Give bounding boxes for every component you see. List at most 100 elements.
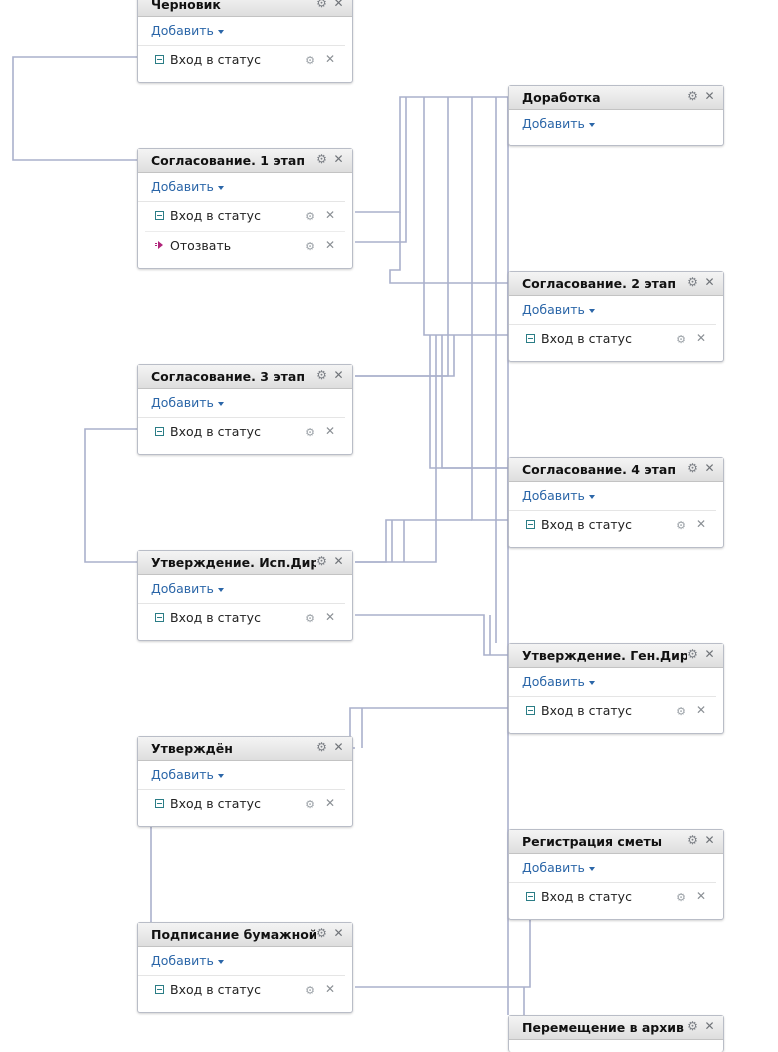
card-header[interactable]: Утверждение. Исп.Дире ⚙ ✕ xyxy=(138,551,352,575)
action-label: Вход в статус xyxy=(170,796,261,811)
close-icon[interactable]: ✕ xyxy=(704,1019,715,1033)
card-header[interactable]: Перемещение в архив ⚙ ✕ xyxy=(509,1016,723,1040)
card-title: Согласование. 2 этап xyxy=(522,276,676,291)
gear-icon[interactable]: ⚙ xyxy=(316,368,327,382)
close-icon[interactable]: ✕ xyxy=(695,703,706,717)
gear-icon[interactable]: ⚙ xyxy=(305,240,315,253)
action-row[interactable]: Вход в статус ⚙ ✕ xyxy=(145,790,345,819)
action-row[interactable]: Вход в статус ⚙ ✕ xyxy=(145,604,345,633)
close-icon[interactable]: ✕ xyxy=(324,982,335,996)
gear-icon[interactable]: ⚙ xyxy=(305,426,315,439)
add-label: Добавить xyxy=(522,674,585,689)
action-row[interactable]: Вход в статус ⚙ ✕ xyxy=(145,976,345,1005)
gear-icon[interactable]: ⚙ xyxy=(305,798,315,811)
close-icon[interactable]: ✕ xyxy=(333,926,344,940)
add-dropdown[interactable]: Добавить xyxy=(151,23,224,40)
close-icon[interactable]: ✕ xyxy=(704,275,715,289)
close-icon[interactable]: ✕ xyxy=(333,0,344,10)
gear-icon[interactable]: ⚙ xyxy=(676,891,686,904)
card-header[interactable]: Доработка ⚙ ✕ xyxy=(509,86,723,110)
gear-icon[interactable]: ⚙ xyxy=(316,740,327,754)
gear-icon[interactable]: ⚙ xyxy=(676,705,686,718)
add-dropdown[interactable]: Добавить xyxy=(522,116,595,133)
gear-icon[interactable]: ⚙ xyxy=(687,89,698,103)
close-icon[interactable]: ✕ xyxy=(324,238,335,252)
gear-icon[interactable]: ⚙ xyxy=(676,333,686,346)
action-row[interactable]: Вход в статус ⚙ ✕ xyxy=(516,697,716,726)
gear-icon[interactable]: ⚙ xyxy=(687,275,698,289)
add-dropdown[interactable]: Добавить xyxy=(151,953,224,970)
transition-connector xyxy=(355,335,437,563)
add-dropdown[interactable]: Добавить xyxy=(151,395,224,412)
add-dropdown[interactable]: Добавить xyxy=(522,860,595,877)
card-title: Утверждён xyxy=(151,741,233,756)
card-title: Согласование. 3 этап xyxy=(151,369,305,384)
card-header[interactable]: Регистрация сметы ⚙ ✕ xyxy=(509,830,723,854)
caret-down-icon xyxy=(217,29,224,34)
gear-icon[interactable]: ⚙ xyxy=(687,1019,698,1033)
action-label: Вход в статус xyxy=(541,889,632,904)
add-label: Добавить xyxy=(151,23,214,38)
card-header[interactable]: Черновик ⚙ ✕ xyxy=(138,0,352,17)
gear-icon[interactable]: ⚙ xyxy=(676,519,686,532)
action-label: Вход в статус xyxy=(170,52,261,67)
card-header[interactable]: Согласование. 3 этап ⚙ ✕ xyxy=(138,365,352,389)
gear-icon[interactable]: ⚙ xyxy=(305,984,315,997)
gear-icon[interactable]: ⚙ xyxy=(316,554,327,568)
close-icon[interactable]: ✕ xyxy=(324,424,335,438)
card-title: Утверждение. Ген.Дире xyxy=(522,648,687,663)
close-icon[interactable]: ✕ xyxy=(695,517,706,531)
enter-status-icon xyxy=(526,334,535,343)
add-dropdown[interactable]: Добавить xyxy=(151,581,224,598)
close-icon[interactable]: ✕ xyxy=(324,52,335,66)
caret-down-icon xyxy=(217,773,224,778)
gear-icon[interactable]: ⚙ xyxy=(687,461,698,475)
close-icon[interactable]: ✕ xyxy=(333,554,344,568)
action-row[interactable]: Вход в статус ⚙ ✕ xyxy=(516,883,716,912)
add-label: Добавить xyxy=(151,179,214,194)
action-row[interactable]: Вход в статус ⚙ ✕ xyxy=(145,202,345,232)
close-icon[interactable]: ✕ xyxy=(324,796,335,810)
close-icon[interactable]: ✕ xyxy=(704,89,715,103)
add-dropdown[interactable]: Добавить xyxy=(522,674,595,691)
card-header[interactable]: Утверждён ⚙ ✕ xyxy=(138,737,352,761)
action-label: Вход в статус xyxy=(541,703,632,718)
gear-icon[interactable]: ⚙ xyxy=(687,833,698,847)
transition-connector xyxy=(349,707,508,749)
close-icon[interactable]: ✕ xyxy=(333,368,344,382)
close-icon[interactable]: ✕ xyxy=(324,208,335,222)
add-dropdown[interactable]: Добавить xyxy=(151,767,224,784)
close-icon[interactable]: ✕ xyxy=(704,647,715,661)
add-label: Добавить xyxy=(151,953,214,968)
card-header[interactable]: Согласование. 1 этап ⚙ ✕ xyxy=(138,149,352,173)
close-icon[interactable]: ✕ xyxy=(704,833,715,847)
close-icon[interactable]: ✕ xyxy=(695,331,706,345)
gear-icon[interactable]: ⚙ xyxy=(316,0,327,10)
close-icon[interactable]: ✕ xyxy=(695,889,706,903)
action-row[interactable]: Вход в статус ⚙ ✕ xyxy=(516,511,716,540)
close-icon[interactable]: ✕ xyxy=(704,461,715,475)
gear-icon[interactable]: ⚙ xyxy=(316,926,327,940)
card-header[interactable]: Согласование. 2 этап ⚙ ✕ xyxy=(509,272,723,296)
close-icon[interactable]: ✕ xyxy=(333,152,344,166)
gear-icon[interactable]: ⚙ xyxy=(316,152,327,166)
add-label: Добавить xyxy=(151,767,214,782)
card-header[interactable]: Подписание бумажной ⚙ ✕ xyxy=(138,923,352,947)
add-dropdown[interactable]: Добавить xyxy=(151,179,224,196)
gear-icon[interactable]: ⚙ xyxy=(305,54,315,67)
add-dropdown[interactable]: Добавить xyxy=(522,488,595,505)
card-header[interactable]: Согласование. 4 этап ⚙ ✕ xyxy=(509,458,723,482)
close-icon[interactable]: ✕ xyxy=(324,610,335,624)
action-row[interactable]: Вход в статус ⚙ ✕ xyxy=(145,46,345,75)
close-icon[interactable]: ✕ xyxy=(333,740,344,754)
action-row[interactable]: Вход в статус ⚙ ✕ xyxy=(516,325,716,354)
action-row[interactable]: Отозвать ⚙ ✕ xyxy=(145,232,345,261)
action-row[interactable]: Вход в статус ⚙ ✕ xyxy=(145,418,345,447)
add-dropdown[interactable]: Добавить xyxy=(522,302,595,319)
status-card-utverzhden: Утверждён ⚙ ✕ Добавить Вход в статус ⚙ ✕ xyxy=(137,736,353,827)
gear-icon[interactable]: ⚙ xyxy=(305,612,315,625)
gear-icon[interactable]: ⚙ xyxy=(687,647,698,661)
card-header[interactable]: Утверждение. Ген.Дире ⚙ ✕ xyxy=(509,644,723,668)
gear-icon[interactable]: ⚙ xyxy=(305,210,315,223)
status-card-utverzhdenie-isp: Утверждение. Исп.Дире ⚙ ✕ Добавить Вход … xyxy=(137,550,353,641)
